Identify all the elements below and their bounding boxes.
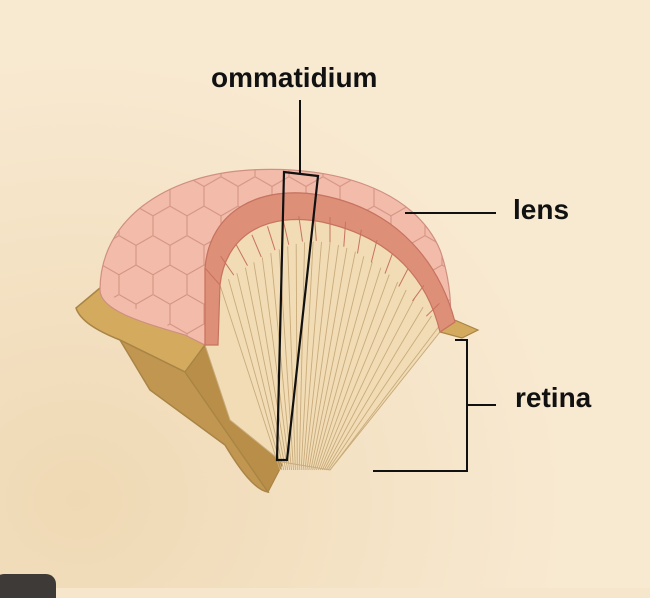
retina-cone-line xyxy=(319,281,399,471)
lens-rim-tick xyxy=(267,226,276,251)
ommatidium-outline xyxy=(275,170,320,462)
lens-rim-tick xyxy=(313,215,317,241)
retina-cone-line xyxy=(219,284,281,471)
retina-cone-line xyxy=(287,246,296,471)
lens-rim-tick xyxy=(398,268,409,287)
retina-cone-line xyxy=(298,242,306,471)
lens-rim-tick xyxy=(343,221,347,247)
retina-cone-line xyxy=(310,251,356,471)
lens-rim-tick xyxy=(384,253,393,274)
retina-cone-line xyxy=(327,315,432,471)
retina-cone-line xyxy=(321,289,407,471)
retina-cone-line xyxy=(304,242,331,471)
label-lens: lens xyxy=(513,194,570,225)
lens-rim-tick xyxy=(439,321,456,333)
lens-rim-tick xyxy=(425,303,440,317)
lens-rim-tick xyxy=(370,240,378,263)
retina-cone-line xyxy=(316,267,382,471)
retina-cone-line xyxy=(312,256,365,471)
label-ommatidium: ommatidium xyxy=(211,62,378,93)
retina-cone-line xyxy=(302,241,322,471)
lens-rim-tick xyxy=(412,285,425,302)
retina-cone-line xyxy=(253,262,289,471)
corner-tab-icon xyxy=(0,574,56,598)
lens-rim-tick xyxy=(357,229,362,254)
lens-rim-tick xyxy=(204,267,221,286)
retina-cone-line xyxy=(261,257,291,471)
retina-cone-line xyxy=(244,267,287,471)
label-retina: retina xyxy=(515,382,592,413)
retina-cone-line xyxy=(270,253,292,471)
retina-cone-line xyxy=(325,306,424,471)
retina-cone-line xyxy=(308,247,348,471)
retina-cone-line xyxy=(295,243,298,471)
retina-cone-line xyxy=(306,244,339,471)
retina-cone-line xyxy=(329,324,441,471)
retina-cone-line xyxy=(323,298,415,471)
retina-cone-line xyxy=(236,273,285,471)
lens-rim-tick xyxy=(251,234,262,258)
retina-cone-line xyxy=(300,241,314,471)
retina-cone-line xyxy=(314,261,373,471)
lens-rim-tick xyxy=(235,244,248,266)
lens-rim-tick xyxy=(298,216,303,242)
retina-cone-line xyxy=(228,278,283,471)
lens-rim-tick xyxy=(282,219,290,245)
lens-rim-tick xyxy=(220,255,235,276)
retina-cone-line xyxy=(318,274,390,471)
